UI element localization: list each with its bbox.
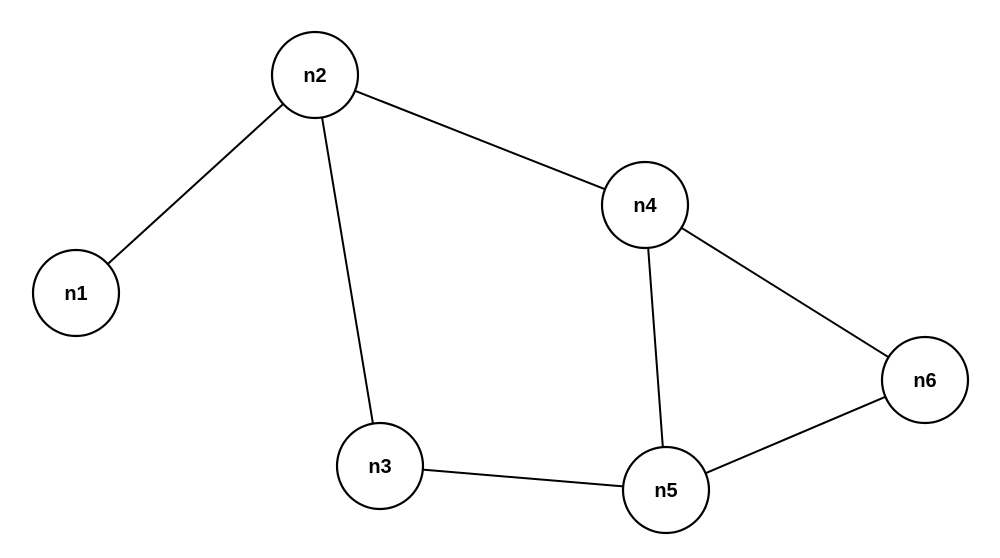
graph-node-circle-n4[interactable] — [600, 160, 690, 250]
graph-node-label-n4: n4 — [633, 195, 657, 217]
graph-node-circle-n3[interactable] — [335, 421, 425, 511]
graph-edge-n4-n5 — [647, 246, 664, 449]
graph-node-n5[interactable]: n5 — [621, 445, 711, 535]
graph-node-label-n6: n6 — [913, 370, 936, 392]
edge-layer — [106, 89, 890, 488]
graph-edge-n3-n5 — [421, 468, 625, 488]
graph-node-circle-n6[interactable] — [880, 335, 970, 425]
graph-node-label-n3: n3 — [368, 456, 391, 478]
graph-edge-n2-n4 — [354, 89, 606, 191]
graph-node-n3[interactable]: n3 — [335, 421, 425, 511]
graph-edge-n2-n3 — [321, 116, 374, 425]
graph-node-circle-n2[interactable] — [270, 30, 360, 120]
graph-node-n4[interactable]: n4 — [600, 160, 690, 250]
graph-node-label-n5: n5 — [654, 480, 677, 502]
graph-node-n1[interactable]: n1 — [31, 248, 121, 338]
graph-edge-n5-n6 — [704, 395, 887, 475]
graph-node-label-n1: n1 — [64, 283, 87, 305]
graph-node-n2[interactable]: n2 — [270, 30, 360, 120]
graph-node-label-n2: n2 — [303, 65, 326, 87]
graph-edge-n4-n6 — [680, 226, 890, 359]
graph-node-circle-n1[interactable] — [31, 248, 121, 338]
node-layer: n1 n2 n3 n4 n5 n6 — [31, 30, 970, 535]
graph-edge-n1-n2 — [106, 102, 285, 266]
graph-node-circle-n5[interactable] — [621, 445, 711, 535]
graph-node-n6[interactable]: n6 — [880, 335, 970, 425]
